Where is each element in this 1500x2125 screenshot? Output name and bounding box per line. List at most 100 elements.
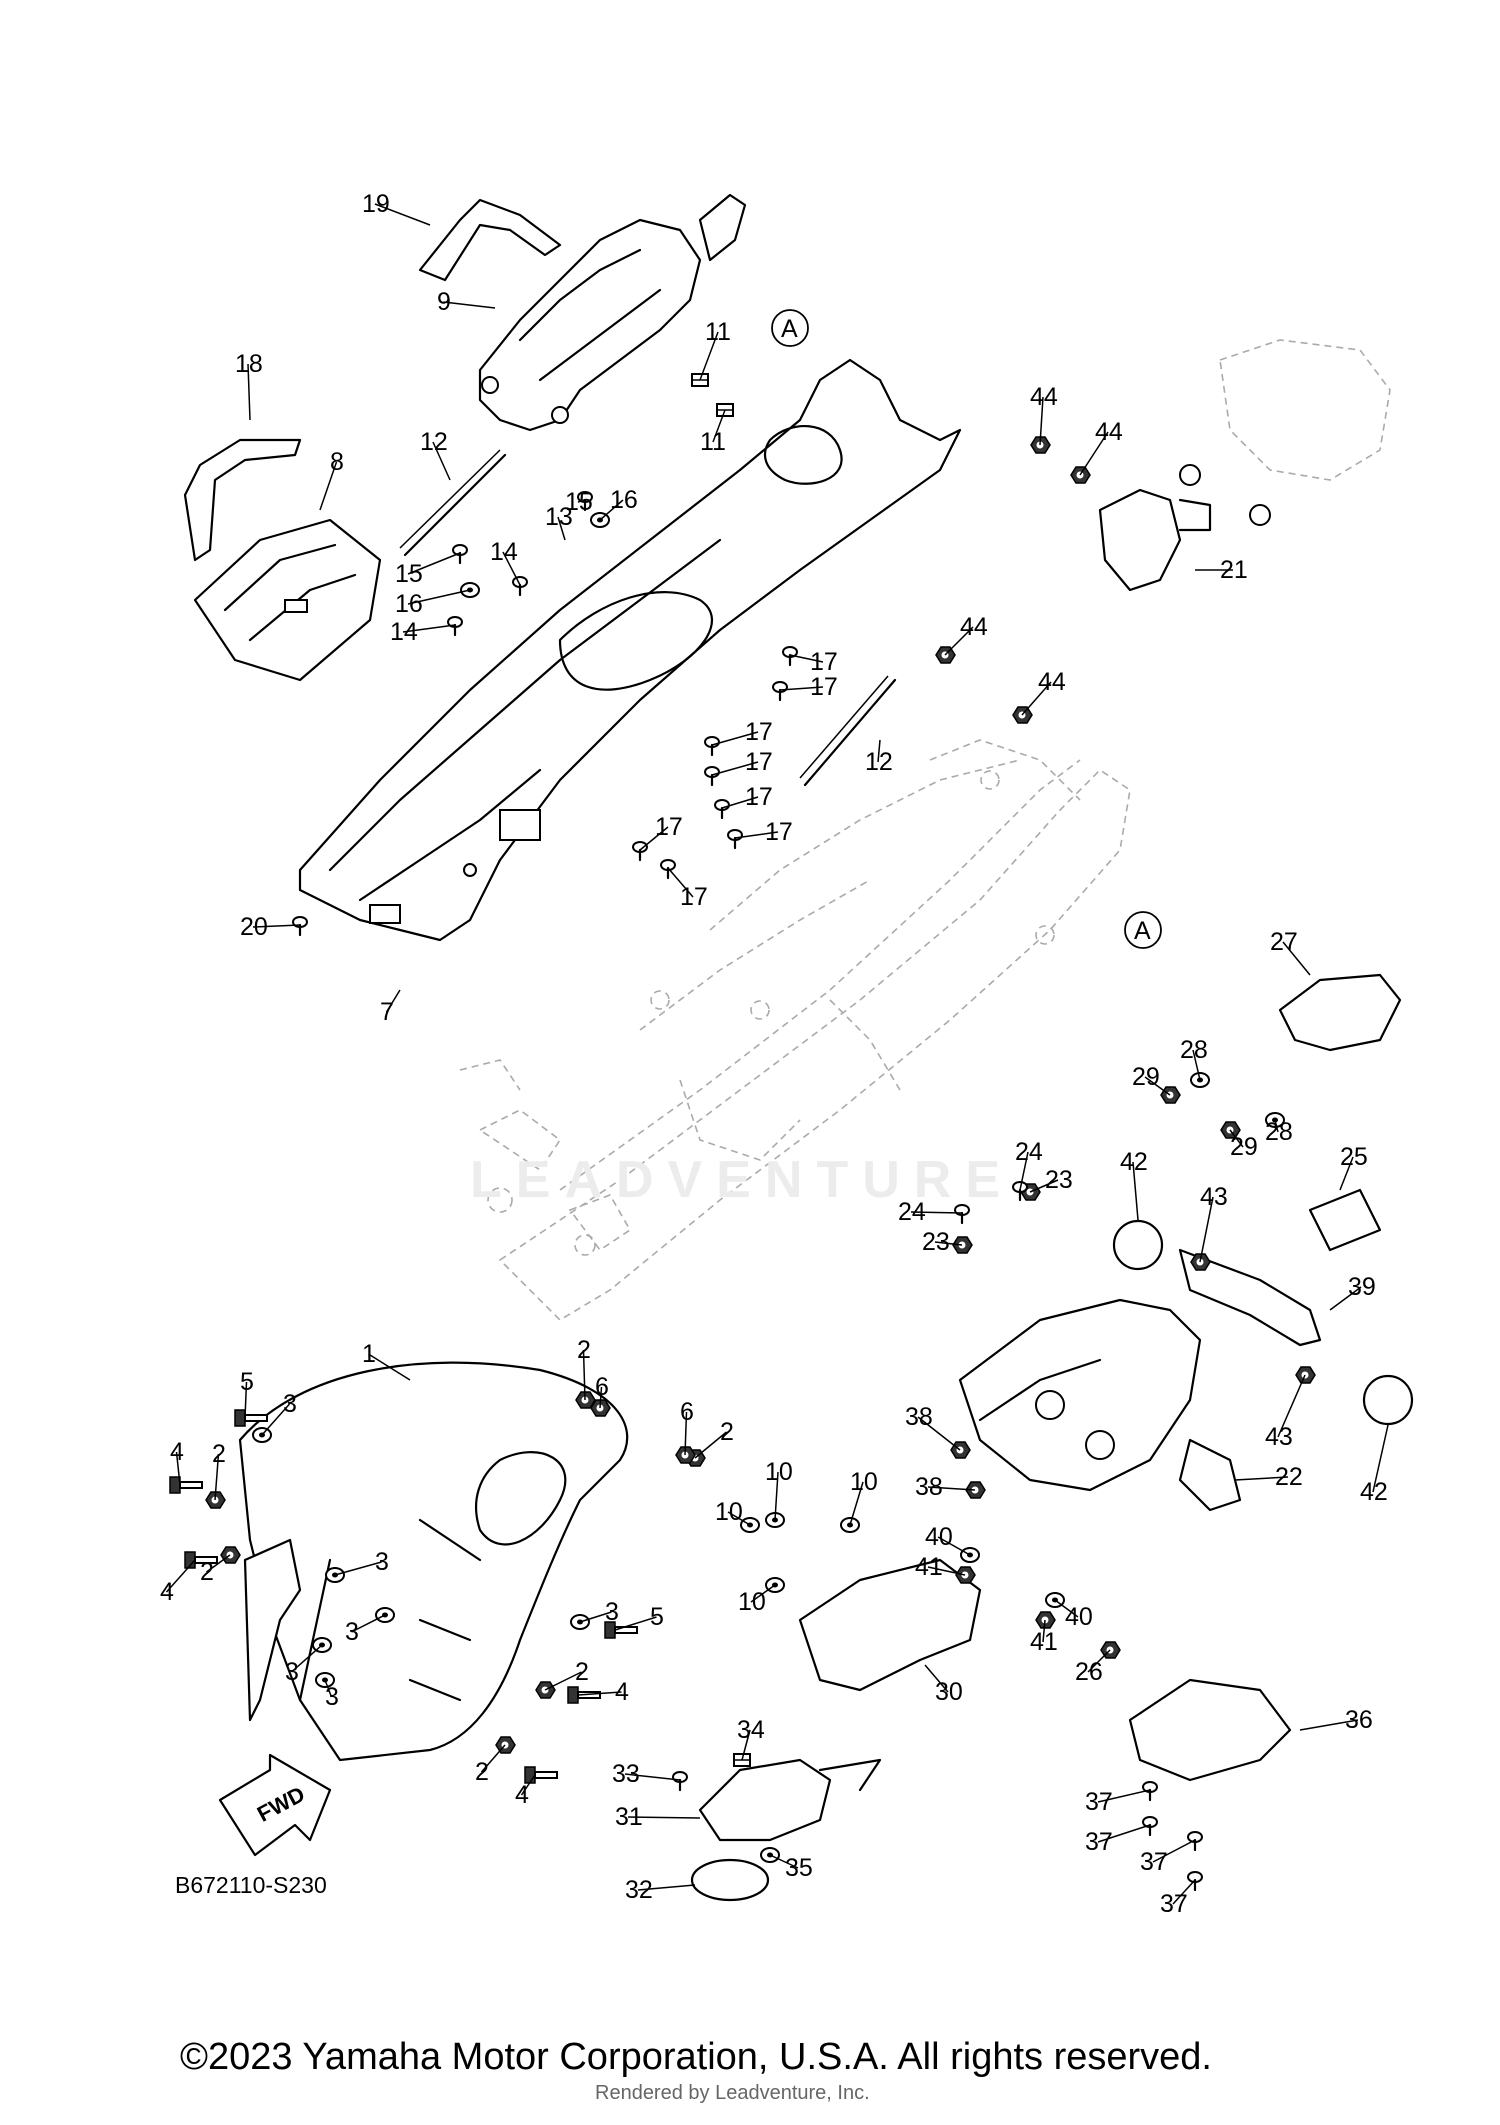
leader-line	[684, 1411, 688, 1456]
callout-38: 38	[915, 1473, 943, 1501]
leader-line	[1087, 1649, 1111, 1673]
front-fender	[238, 1361, 629, 1762]
nut-fastener	[495, 1736, 516, 1754]
bolt-fastener	[169, 1476, 203, 1494]
nut-fastener	[220, 1546, 241, 1564]
screw-fastener	[660, 859, 676, 880]
callout-19: 19	[362, 190, 390, 218]
screw-fastener	[632, 841, 648, 862]
leader-line	[402, 624, 456, 633]
leader-line	[727, 1511, 751, 1526]
callout-6: 6	[680, 1398, 694, 1426]
callout-2: 2	[575, 1658, 589, 1686]
callout-3: 3	[325, 1683, 339, 1711]
fwd-arrow: FWD	[218, 1753, 332, 1857]
screw-fastener	[772, 681, 788, 702]
screw-fastener	[577, 491, 593, 512]
callout-40: 40	[1065, 1603, 1093, 1631]
meter-assembly-ghost	[1219, 339, 1391, 481]
leader-line	[1282, 941, 1311, 976]
callout-37: 37	[1140, 1848, 1168, 1876]
callout-4: 4	[170, 1438, 184, 1466]
tail-light	[1278, 973, 1402, 1052]
callout-40: 40	[925, 1523, 953, 1551]
reference-label: A	[781, 315, 798, 343]
callout-4: 4	[515, 1781, 529, 1809]
leader-line	[351, 1614, 386, 1633]
screw-fastener	[452, 544, 468, 565]
leader-lines	[165, 203, 1389, 1905]
callout-3: 3	[375, 1548, 389, 1576]
callout-43: 43	[1265, 1423, 1293, 1451]
callout-39: 39	[1348, 1273, 1376, 1301]
leader-line	[1199, 1196, 1214, 1263]
grab-bar-bracket	[798, 1558, 982, 1692]
leader-line	[637, 1884, 696, 1891]
battery-box	[193, 518, 382, 682]
leader-line	[849, 1481, 864, 1526]
leader-line	[252, 924, 301, 928]
leader-line	[368, 1353, 411, 1381]
callout-3: 3	[345, 1618, 359, 1646]
copyright-notice: ©2023 Yamaha Motor Corporation, U.S.A. A…	[180, 2036, 1212, 2078]
leader-line	[750, 1584, 776, 1603]
screw-fastener	[1012, 1181, 1028, 1202]
callout-1: 1	[362, 1340, 376, 1368]
holder-upper	[698, 1758, 832, 1842]
callout-14: 14	[390, 618, 418, 646]
callout-23: 23	[922, 1228, 950, 1256]
leader-line	[385, 989, 401, 1013]
callout-27: 27	[1270, 928, 1298, 956]
callout-17: 17	[680, 883, 708, 911]
screw-fastener	[782, 646, 798, 667]
screw-fastener	[704, 736, 720, 757]
leader-line	[877, 739, 881, 763]
leader-line	[1229, 1129, 1244, 1148]
callout-2: 2	[200, 1558, 214, 1586]
diagram-code: B672110-S230	[175, 1872, 327, 1898]
screw-fastener	[292, 916, 308, 937]
callout-3: 3	[605, 1598, 619, 1626]
leader-line	[374, 203, 431, 226]
leader-line	[206, 1554, 231, 1573]
callout-24: 24	[1015, 1138, 1043, 1166]
leader-line	[1277, 1374, 1306, 1438]
leader-line	[544, 1671, 582, 1691]
callout-2: 2	[577, 1336, 591, 1364]
screw-fastener	[1142, 1781, 1158, 1802]
callout-2: 2	[212, 1440, 226, 1468]
callout-15: 15	[565, 488, 593, 516]
leader-line	[741, 1729, 751, 1761]
leader-line	[944, 626, 974, 656]
leader-line	[924, 1664, 949, 1693]
screw-fastener	[447, 616, 463, 637]
leader-line	[443, 301, 496, 309]
callout-10: 10	[715, 1498, 743, 1526]
callout-43: 43	[1200, 1183, 1228, 1211]
callout-6: 6	[595, 1373, 609, 1401]
callout-30: 30	[935, 1678, 963, 1706]
leader-line	[614, 1616, 657, 1631]
leader-line	[1144, 1076, 1171, 1096]
callout-13: 13	[545, 503, 573, 531]
leader-line	[721, 796, 759, 809]
callout-32: 32	[625, 1876, 653, 1904]
callout-35: 35	[785, 1854, 813, 1882]
leader-line	[774, 1471, 779, 1521]
callout-37: 37	[1085, 1788, 1113, 1816]
leader-line	[577, 1691, 622, 1696]
seat-strap	[418, 198, 562, 282]
callout-15: 15	[395, 560, 423, 588]
callout-11: 11	[700, 428, 726, 456]
round-reflector-left	[1112, 1219, 1164, 1271]
callout-44: 44	[1030, 383, 1058, 411]
callout-4: 4	[160, 1578, 174, 1606]
leader-line	[937, 1536, 971, 1556]
callout-4: 4	[615, 1678, 629, 1706]
callout-8: 8	[330, 448, 344, 476]
callout-11: 11	[705, 318, 731, 346]
leader-line	[1029, 1179, 1059, 1193]
